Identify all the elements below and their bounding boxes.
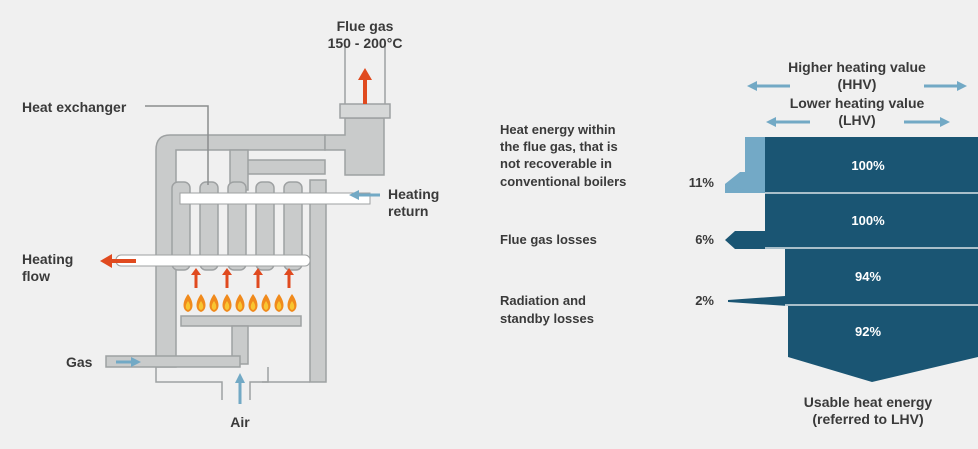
boiler-base (155, 367, 269, 400)
boiler-illustration: Flue gas 150 - 200°C Heat exchanger Heat… (22, 18, 439, 430)
energy-flow-diagram: Higher heating value (HHV) Lower heating… (500, 59, 978, 427)
heat-exchanger-label: Heat exchanger (22, 99, 127, 115)
burner-plate (180, 315, 302, 327)
flue-duct (324, 117, 385, 176)
unrecoverable-label-1: Heat energy within (500, 122, 616, 137)
flue-gas-arrow-icon (358, 68, 372, 104)
loss-percent-radiation: 2% (695, 293, 714, 308)
segment-label-after-flue: 94% (855, 269, 881, 284)
gas-label: Gas (66, 354, 93, 370)
flue-gas-temp-label: 150 - 200°C (328, 35, 403, 51)
heating-flow-pipe (115, 254, 311, 267)
heat-exchanger-pointer (145, 105, 209, 185)
segment-label-hhv: 100% (851, 158, 885, 173)
sankey-main-band (725, 137, 978, 382)
loss-percent-flue: 6% (695, 232, 714, 247)
heating-flow-label-1: Heating (22, 251, 73, 267)
boiler-casing-right (309, 179, 327, 383)
flue-hood (339, 103, 391, 119)
unrecoverable-label-2: the flue gas, that is (500, 139, 618, 154)
air-label: Air (230, 414, 250, 430)
flue-losses-label: Flue gas losses (500, 232, 597, 247)
heating-return-pipe (179, 192, 371, 205)
hhv-label-2: (HHV) (838, 76, 877, 92)
heat-arrows (191, 268, 294, 288)
segment-label-usable: 92% (855, 324, 881, 339)
heating-flow-arrow-icon (100, 254, 136, 268)
burner-flames (183, 294, 297, 312)
usable-heat-label-2: (referred to LHV) (812, 411, 923, 427)
loss-percent-unrecoverable: 11% (689, 175, 715, 190)
heating-return-label-1: Heating (388, 186, 439, 202)
unrecoverable-label-4: conventional boilers (500, 174, 626, 189)
usable-heat-label-1: Usable heat energy (804, 394, 933, 410)
radiation-label-1: Radiation and (500, 293, 586, 308)
flue-gas-label: Flue gas (337, 18, 394, 34)
radiation-label-2: standby losses (500, 311, 594, 326)
hhv-label-1: Higher heating value (788, 59, 926, 75)
boiler-casing (155, 134, 326, 368)
chimney-stack (344, 45, 386, 104)
lhv-label-2: (LHV) (838, 112, 875, 128)
segment-label-lhv: 100% (851, 213, 885, 228)
heating-flow-label-2: flow (22, 268, 50, 284)
lhv-label-1: Lower heating value (790, 95, 925, 111)
unrecoverable-label-3: not recoverable in (500, 156, 612, 171)
heating-return-label-2: return (388, 203, 428, 219)
exchanger-top-pipe (239, 159, 326, 175)
